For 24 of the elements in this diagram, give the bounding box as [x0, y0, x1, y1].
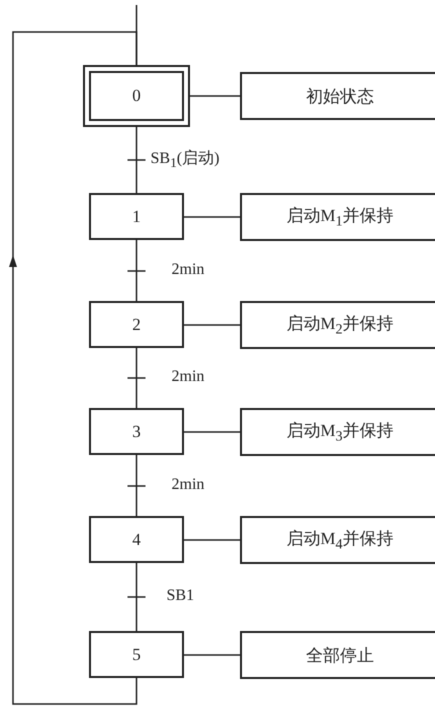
- step-box: [89, 193, 184, 240]
- action-text: 全部停止: [306, 644, 374, 666]
- step-box: [89, 301, 184, 348]
- action-text: 启动M$_{1}$并保持: [286, 204, 394, 230]
- step-number: 3: [132, 422, 141, 442]
- action-text: 启动M$_{3}$并保持: [286, 420, 394, 446]
- action-text: 启动M$_{4}$并保持: [286, 528, 394, 554]
- step-number: 0: [132, 86, 141, 106]
- action-box: [240, 72, 435, 120]
- step-number: 1: [132, 206, 141, 226]
- step-number: 5: [132, 644, 141, 664]
- action-box: [240, 631, 435, 679]
- action-box: [240, 301, 435, 349]
- step-box: [89, 631, 184, 678]
- action-box: [240, 193, 435, 241]
- action-box: [240, 516, 435, 564]
- step-box: [89, 408, 184, 455]
- step-box: [89, 516, 184, 563]
- step-number: 2: [132, 314, 141, 334]
- action-text: 初始状态: [306, 86, 374, 108]
- step-number: 4: [132, 530, 141, 550]
- initial-step-box: [83, 65, 190, 127]
- action-box: [240, 408, 435, 456]
- action-text: 启动M$_{2}$并保持: [286, 312, 394, 338]
